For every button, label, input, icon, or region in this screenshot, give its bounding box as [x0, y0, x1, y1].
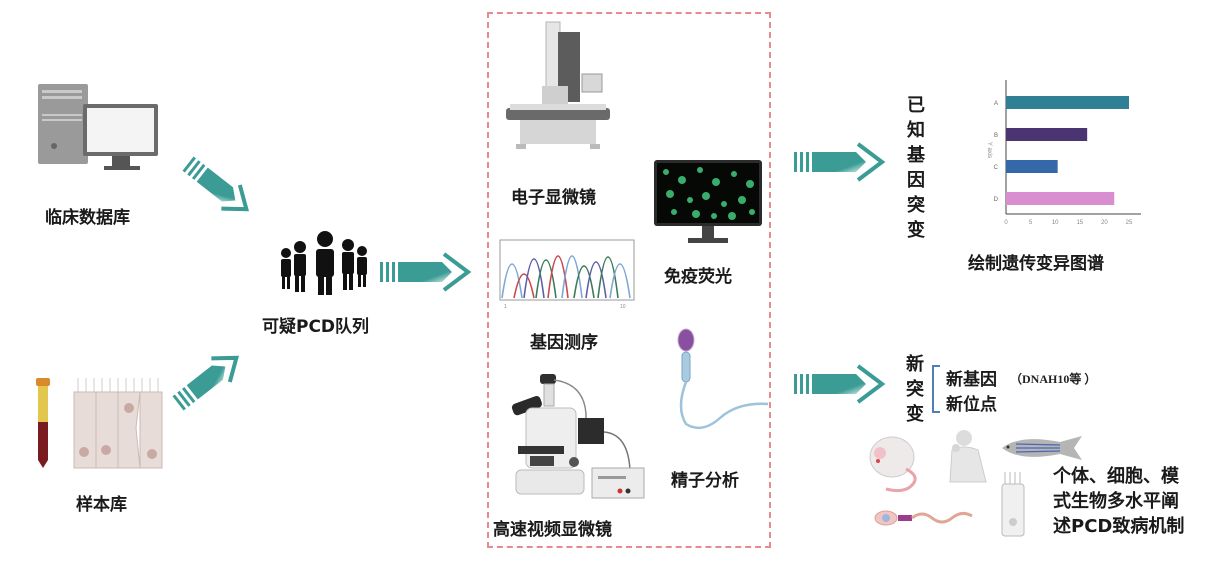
fluorescence-monitor-icon: [654, 160, 762, 243]
source-label-clinical: 临床数据库: [45, 208, 130, 228]
sperm-icon: [677, 328, 769, 430]
bar-C: [1006, 160, 1058, 173]
methods-box: [487, 12, 771, 548]
cohort-label: 可疑PCD队列: [262, 317, 370, 337]
known-chart-caption: 绘制遗传变异图谱: [968, 254, 1104, 274]
method-label-sperm: 精子分析: [671, 471, 739, 491]
arrow-clinical-to-cohort: [182, 156, 249, 212]
method-label-em: 电子显微镜: [511, 188, 596, 208]
category-label-D: D: [994, 197, 999, 203]
genetic-variant-bar-chart: A B C D 0 5 10 15 20 25 Y axis: [986, 80, 1141, 226]
svg-text:10: 10: [620, 304, 626, 310]
method-label-hsvm: 高速视频显微镜: [493, 520, 612, 540]
sequencing-chromatogram-icon: 1 10: [499, 239, 635, 310]
mechanism-line-2: 式生物多水平阐: [1053, 491, 1179, 512]
arrow-to-known: [794, 142, 886, 182]
sample-tube-and-cells-icon: [36, 378, 163, 469]
mechanism-line-3: 述PCD致病机制: [1053, 516, 1185, 537]
x-tick-25: 25: [1126, 220, 1133, 226]
x-tick-20: 20: [1101, 220, 1108, 226]
electron-microscope-icon: [506, 21, 610, 149]
novel-note: （DNAH10等 ）: [1010, 372, 1097, 386]
novel-item-site: 新位点: [946, 395, 997, 415]
novel-item-gene: 新基因: [946, 370, 997, 390]
x-tick-10: 10: [1052, 220, 1059, 226]
ciliated-cell-icon: [1001, 472, 1025, 537]
novel-bracket: [932, 365, 940, 413]
svg-text:1: 1: [504, 304, 507, 310]
bar-D: [1006, 192, 1115, 205]
y-axis-title: Y axis: [986, 142, 992, 158]
mouse-icon: [869, 436, 917, 493]
arrow-to-novel: [794, 364, 886, 404]
light-microscope-icon: [511, 374, 645, 499]
method-label-if: 免疫荧光: [664, 267, 732, 287]
sperm-cell-icon: [874, 510, 973, 526]
zebrafish-icon: [1002, 436, 1082, 460]
bar-A: [1006, 96, 1129, 109]
x-tick-15: 15: [1076, 220, 1083, 226]
arrow-samples-to-cohort: [172, 355, 239, 411]
computer-icon: [38, 84, 158, 170]
novel-mutation-label: 新突变: [906, 354, 924, 425]
category-label-C: C: [994, 165, 999, 171]
source-label-samples: 样本库: [76, 495, 127, 515]
method-label-seq: 基因测序: [530, 333, 598, 353]
x-tick-0: 0: [1004, 220, 1008, 226]
category-label-B: B: [994, 133, 998, 139]
x-tick-5: 5: [1029, 220, 1033, 226]
people-group-icon: [281, 231, 367, 295]
mechanism-line-1: 个体、细胞、模: [1053, 466, 1179, 487]
arrow-cohort-to-methods: [380, 252, 472, 292]
known-mutation-label: 已知基因突变: [907, 95, 925, 241]
bar-B: [1006, 128, 1088, 141]
category-label-A: A: [994, 101, 998, 107]
human-icon: [949, 430, 987, 483]
